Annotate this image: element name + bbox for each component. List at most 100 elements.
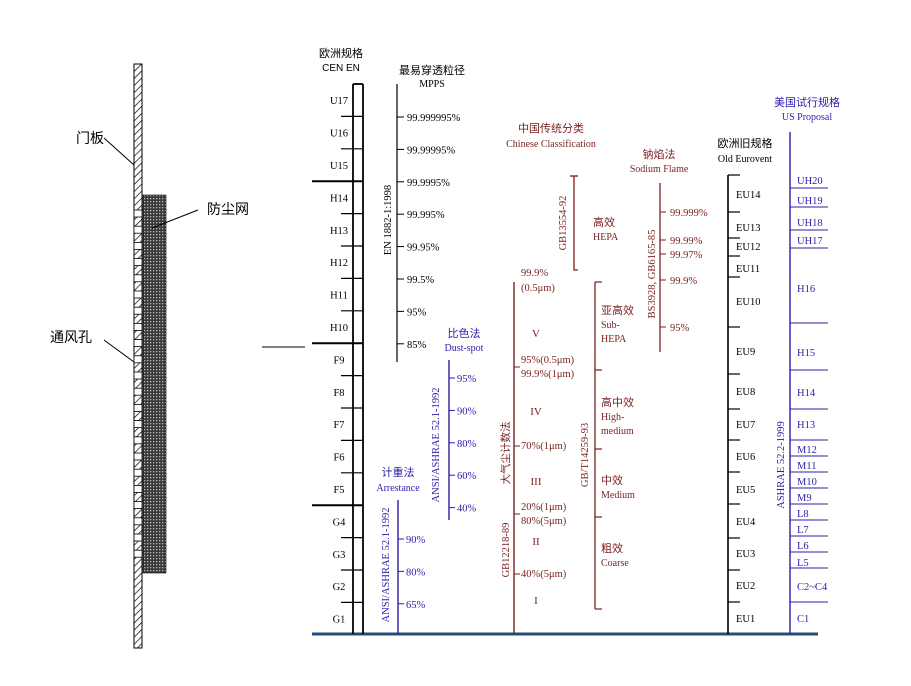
dustspot-title-en: Dust-spot: [445, 343, 484, 354]
china-hepa-en: HEPA: [593, 232, 619, 243]
china-medium-cn: 中效: [601, 473, 623, 487]
vent-hole: [133, 452, 143, 461]
cen-grade-label: H10: [330, 323, 348, 334]
eurovent-title-en: Old Eurovent: [718, 154, 772, 165]
china-roman-label: II: [532, 536, 540, 548]
eurovent-grade-label: EU6: [736, 452, 755, 463]
us-grade-label: UH17: [797, 236, 823, 247]
vent-hole: [133, 533, 143, 542]
cen-en-scale: 欧洲规格 CEN EN U17U16U15H14H13H12H11H10F9F8…: [312, 46, 394, 634]
us-proposal-scale: 美国试行规格 US Proposal ASHRAE 52.2-1999 UH20…: [774, 95, 840, 634]
eurovent-title-cn: 欧洲旧规格: [718, 136, 773, 150]
china-title-cn: 中国传统分类: [518, 121, 584, 135]
mpps-value-label: 95%: [407, 307, 427, 318]
sodium-value-label: 99.99%: [670, 236, 703, 247]
china-count-method: 大气尘计数法: [499, 422, 512, 485]
door-panel-illustration: 门板 防尘网 通风孔: [50, 63, 305, 649]
sodium-title-cn: 钠焰法: [643, 147, 676, 161]
cen-standard-label: EN 1882-1:1998: [383, 185, 394, 255]
vent-hole: [133, 484, 143, 493]
china-highmed-en1: High-: [601, 412, 624, 423]
eurovent-grade-label: EU5: [736, 485, 755, 496]
chinese-classification: 中国传统分类 Chinese Classification GB12218-89…: [499, 121, 635, 634]
dustspot-value-label: 60%: [457, 471, 477, 482]
arrestance-value-label: 80%: [406, 567, 426, 578]
dustspot-value-label: 40%: [457, 504, 477, 515]
china-count-mark: 20%(1μm): [521, 502, 567, 513]
china-count-standard: GB12218-89: [501, 523, 512, 578]
dustspot-ticks: 95%90%80%60%40%: [449, 374, 477, 515]
us-ticks: [790, 187, 828, 603]
arrestance-ticks: 90%80%65%: [398, 535, 426, 611]
vent-hole: [133, 468, 143, 477]
china-count-marks: 99.9%(0.5μm)95%(0.5μm)99.9%(1μm)70%(1μm)…: [521, 268, 575, 580]
china-count-mark: 99.9%(1μm): [521, 369, 575, 380]
us-grade-label: M9: [797, 493, 812, 504]
mesh-leader: [151, 209, 199, 229]
cen-grade-label: G1: [333, 615, 346, 626]
us-grade-label: C1: [797, 614, 809, 625]
us-grade-label: H16: [797, 284, 815, 295]
dustspot-value-label: 95%: [457, 374, 477, 385]
cen-grade-label: H13: [330, 226, 348, 237]
china-count-mark: (0.5μm): [521, 283, 555, 294]
china-count-mark: 99.9%: [521, 268, 548, 279]
china-roman-label: I: [534, 595, 538, 607]
us-grade-label: H13: [797, 420, 815, 431]
eurovent-grade-label: EU8: [736, 387, 755, 398]
china-count-ticks: [514, 366, 520, 575]
cen-grade-label: F6: [333, 453, 344, 464]
us-grade-label: UH19: [797, 196, 823, 207]
vent-hole: [133, 306, 143, 315]
mesh-label: 防尘网: [207, 201, 249, 217]
us-grade-label: UH18: [797, 218, 823, 229]
sodium-value-label: 99.999%: [670, 208, 708, 219]
vent-label: 通风孔: [50, 329, 92, 345]
mpps-title-cn: 最易穿透粒径: [399, 63, 465, 77]
vent-hole: [133, 517, 143, 526]
china-count-mark: 40%(5μm): [521, 569, 567, 580]
eurovent-grade-label: EU13: [736, 223, 761, 234]
us-grade-label: L6: [797, 541, 809, 552]
door-leader: [103, 137, 135, 166]
mpps-value-label: 85%: [407, 340, 427, 351]
arrestance-scale: 计重法 Arrestance ANSI/ASHRAE 52.1-1992 90%…: [376, 465, 426, 634]
eurovent-grade-labels: EU14EU13EU12EU11EU10EU9EU8EU7EU6EU5EU4EU…: [736, 190, 761, 625]
vent-hole: [133, 209, 143, 218]
us-grade-label: L7: [797, 525, 809, 536]
china-roman-label: V: [532, 328, 540, 340]
cen-title-cn: 欧洲规格: [319, 46, 363, 60]
mpps-value-label: 99.99995%: [407, 145, 455, 156]
eurovent-grade-label: EU2: [736, 581, 755, 592]
china-subhepa-en2: HEPA: [601, 334, 627, 345]
sodium-value-label: 99.97%: [670, 250, 703, 261]
cen-grade-label: F7: [333, 420, 344, 431]
eurovent-grade-label: EU14: [736, 190, 761, 201]
china-highmed-en2: medium: [601, 426, 634, 437]
arrestance-standard-label: ANSI/ASHRAE 52.1-1992: [381, 508, 392, 623]
mpps-value-label: 99.95%: [407, 243, 440, 254]
china-general-standard: GB/T14259-93: [580, 423, 591, 487]
vent-leader: [103, 339, 135, 363]
us-grade-label: C2~C4: [797, 582, 828, 593]
eurovent-grade-label: EU9: [736, 347, 755, 358]
us-grade-labels: UH20UH19UH18UH17H16H15H14H13M12M11M10M9L…: [797, 176, 828, 625]
cen-ticks: [312, 115, 363, 604]
arrestance-value-label: 90%: [406, 535, 426, 546]
cen-grade-label: G3: [333, 550, 346, 561]
dustspot-title-cn: 比色法: [448, 326, 481, 340]
sodium-ticks: 99.999%99.99%99.97%99.9%95%: [660, 208, 708, 334]
cen-grade-label: H11: [330, 291, 348, 302]
vent-hole: [133, 339, 143, 348]
dustspot-value-label: 80%: [457, 439, 477, 450]
cen-grade-label: F5: [333, 485, 344, 496]
vent-hole: [133, 371, 143, 380]
arrestance-title-en: Arrestance: [376, 483, 420, 494]
vent-hole: [133, 355, 143, 364]
eurovent-scale: 欧洲旧规格 Old Eurovent EU14EU13EU12EU11EU10E…: [718, 136, 773, 634]
eurovent-ticks: [728, 174, 740, 603]
vent-hole: [133, 501, 143, 510]
door-label: 门板: [76, 130, 104, 146]
